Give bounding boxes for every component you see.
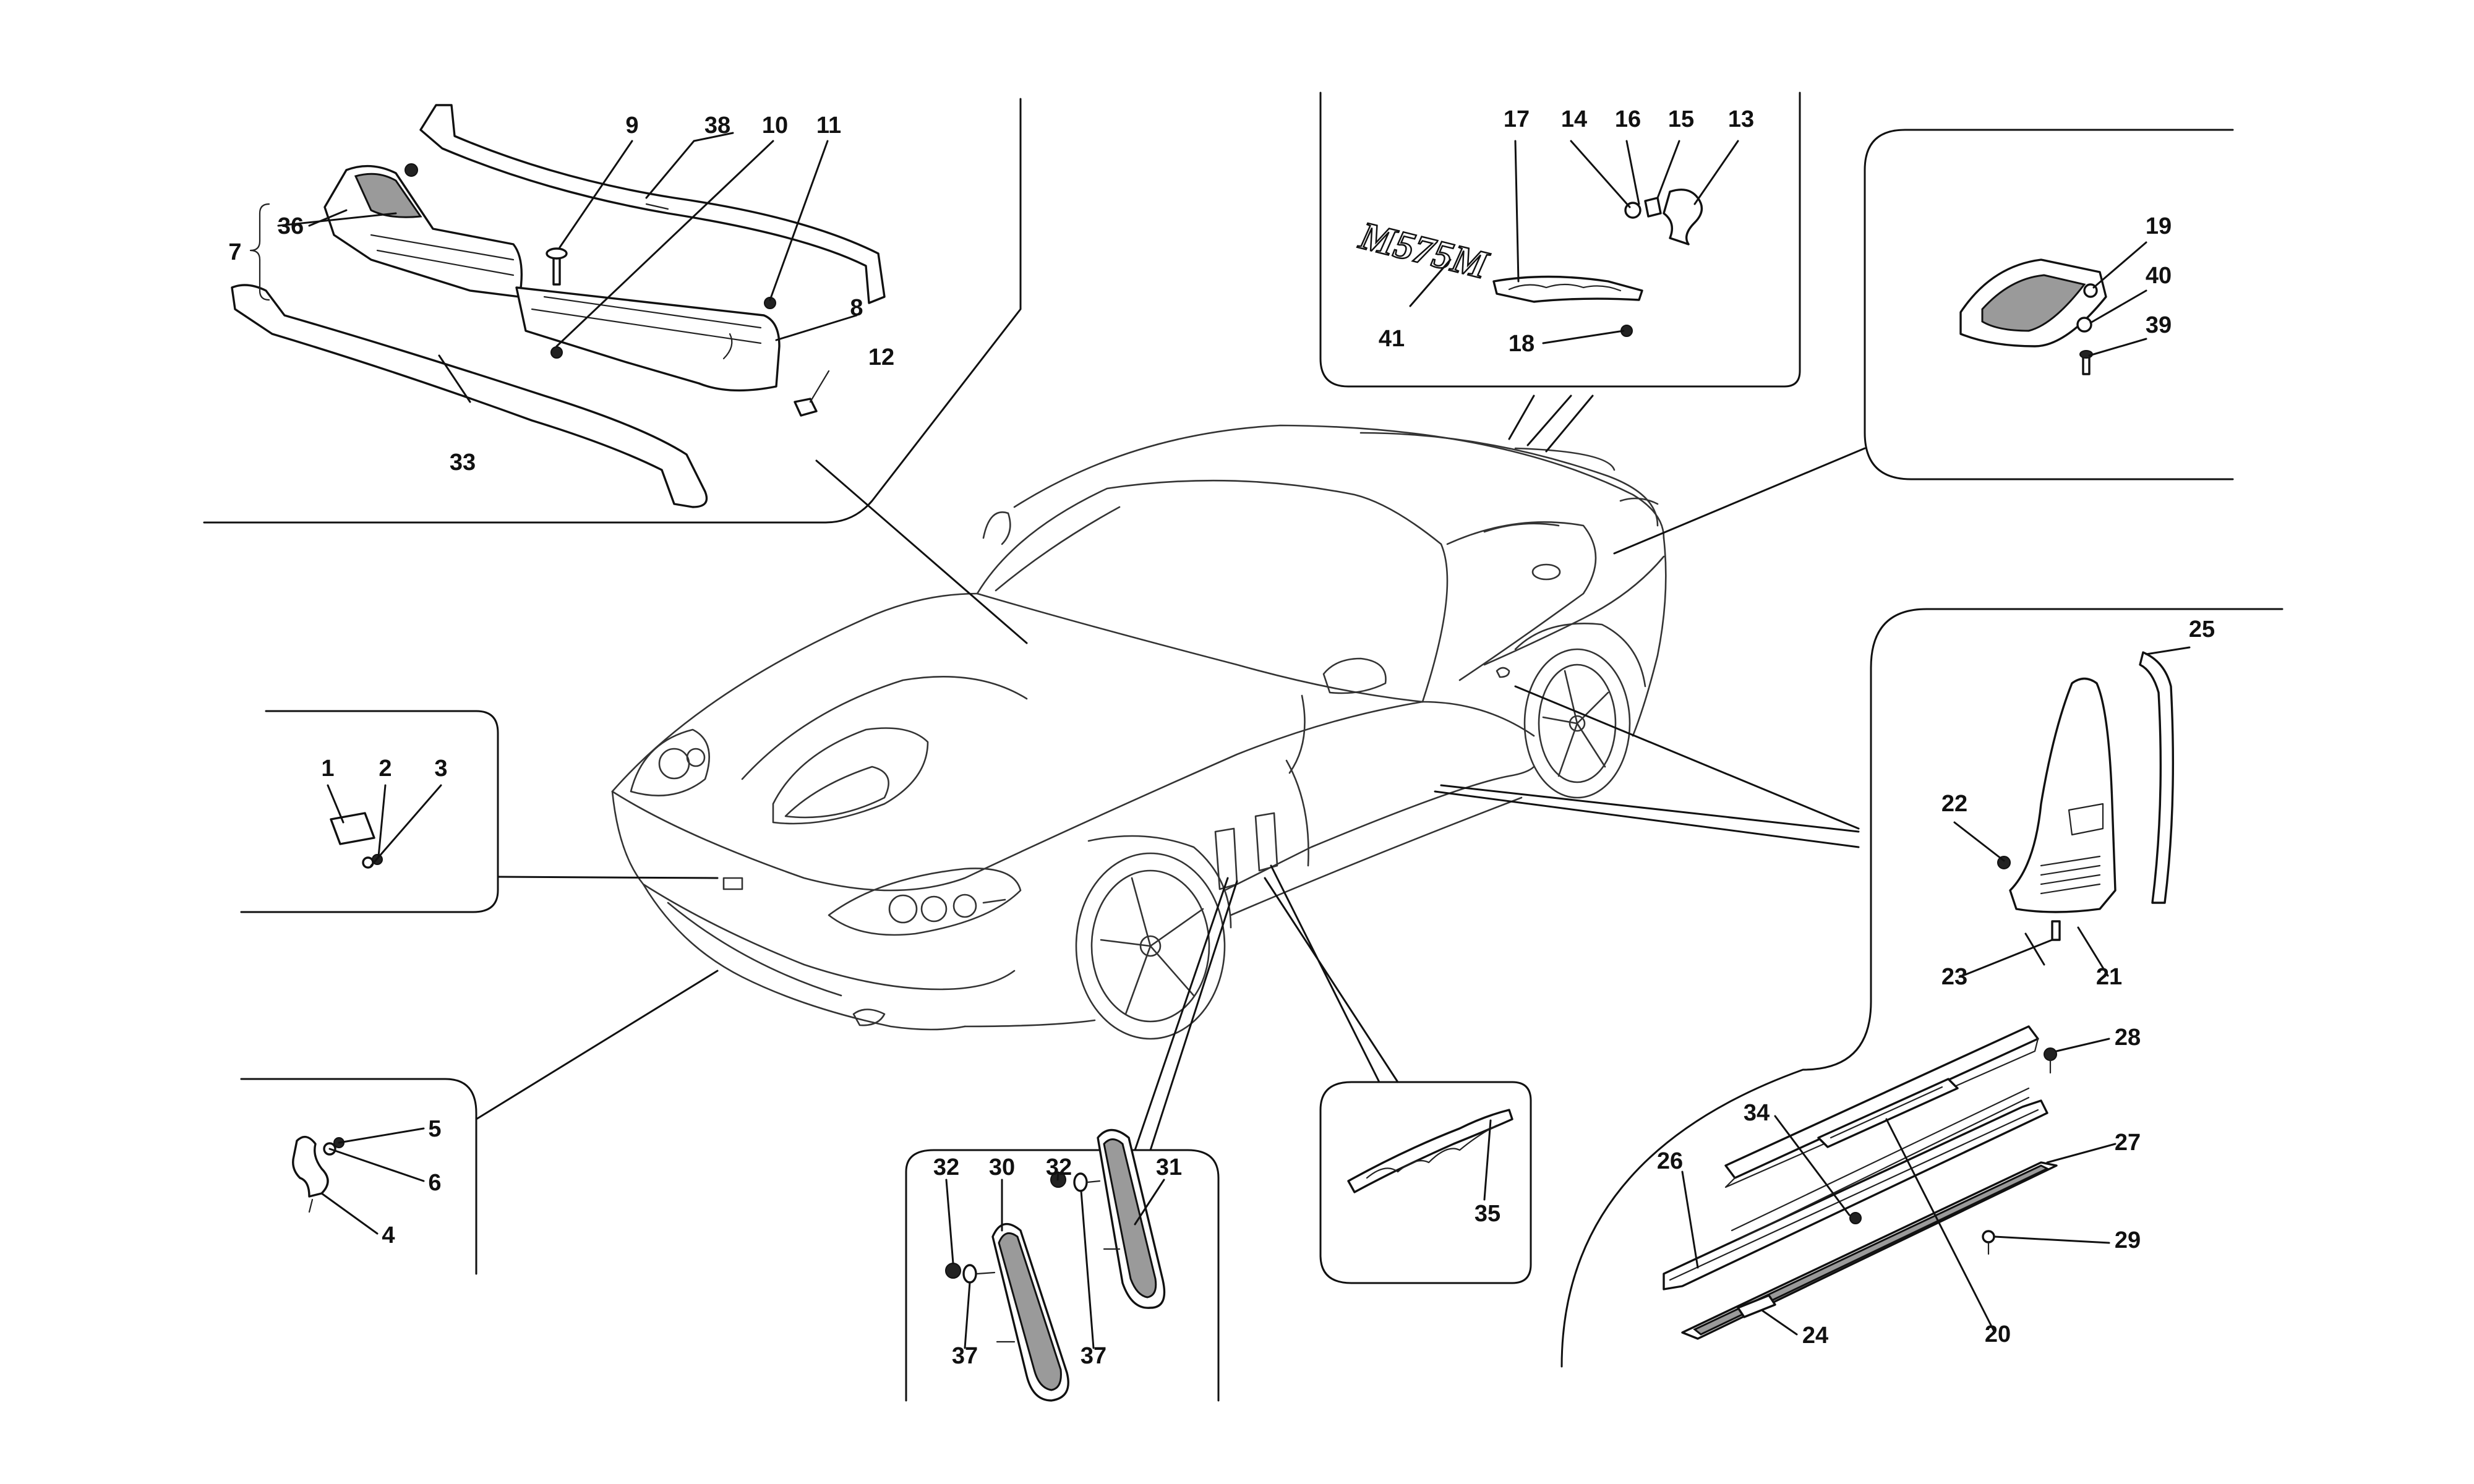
model-badge: M575M — [1355, 213, 1494, 287]
label-part-29: 29 — [2115, 1227, 2141, 1253]
label-part-28: 28 — [2115, 1025, 2141, 1051]
label-part-20: 20 — [1985, 1321, 2011, 1347]
front-plate — [330, 812, 375, 845]
frame-top-right — [1864, 129, 2234, 480]
frame-bottom-vents — [905, 1149, 1220, 1402]
pillar-trim — [2009, 677, 2117, 913]
label-part-15: 15 — [1668, 106, 1694, 132]
label-part-19: 19 — [2146, 213, 2172, 239]
label-part-35: 35 — [1475, 1201, 1500, 1227]
label-part-7: 7 — [228, 239, 241, 265]
label-part-26: 26 — [1657, 1148, 1683, 1174]
frame-top-left — [203, 98, 1022, 524]
label-part-1: 1 — [321, 756, 334, 782]
label-part-13: 13 — [1728, 106, 1754, 132]
label-part-10: 10 — [762, 113, 788, 139]
upper-sill-plate — [1724, 1025, 2039, 1179]
sill-trim-group — [1663, 651, 2175, 1340]
label-part-22: 22 — [1941, 791, 1967, 817]
frame-left-middle — [240, 710, 499, 913]
callout-frames — [203, 92, 2284, 1402]
frame-top-center — [1319, 92, 1801, 388]
side-vent-group — [945, 1128, 1166, 1402]
label-part-17: 17 — [1504, 106, 1530, 132]
label-part-39: 39 — [2146, 312, 2172, 338]
label-part-18: 18 — [1509, 331, 1534, 357]
label-part-32-right: 32 — [1046, 1154, 1072, 1180]
label-part-30: 30 — [989, 1154, 1015, 1180]
label-part-23: 23 — [1941, 964, 1967, 990]
script-badge — [1492, 275, 1643, 303]
fuel-door-group — [1959, 258, 2107, 375]
label-part-3: 3 — [434, 756, 447, 782]
label-part-21: 21 — [2096, 964, 2122, 990]
label-part-41: 41 — [1379, 326, 1405, 352]
label-part-40: 40 — [2146, 263, 2172, 289]
label-part-32-left: 32 — [933, 1154, 959, 1180]
label-part-33: 33 — [450, 450, 476, 475]
label-part-36: 36 — [278, 213, 304, 239]
label-part-8: 8 — [850, 295, 863, 321]
label-part-11: 11 — [816, 113, 841, 139]
rear-badge-group: M575M — [1354, 189, 1703, 337]
label-part-37-left: 37 — [952, 1343, 978, 1369]
label-part-9: 9 — [625, 113, 638, 139]
label-part-38: 38 — [704, 113, 730, 139]
bracket — [249, 203, 270, 301]
front-emblem-group — [292, 1135, 345, 1213]
pillar-seal-strip — [2139, 651, 2175, 904]
left-cowl-panel — [323, 164, 523, 298]
label-part-37-right: 37 — [1081, 1343, 1106, 1369]
label-part-12: 12 — [868, 344, 894, 370]
frame-bottom-script — [1319, 1081, 1532, 1284]
side-script-group — [1347, 1109, 1513, 1193]
label-part-34: 34 — [1744, 1100, 1770, 1126]
right-cowl-panel — [515, 286, 781, 392]
leader-lines — [475, 394, 1866, 1151]
part-number-leaders — [277, 132, 2191, 1349]
label-part-24: 24 — [1802, 1323, 1828, 1349]
label-part-4: 4 — [382, 1222, 395, 1248]
label-part-27: 27 — [2115, 1130, 2141, 1156]
label-part-14: 14 — [1561, 106, 1587, 132]
cowl-panel-group — [231, 104, 886, 508]
frame-right — [1560, 608, 2284, 1368]
label-part-2: 2 — [379, 756, 392, 782]
upper-seal-strip — [419, 104, 886, 304]
lower-seal-strip — [231, 284, 708, 508]
front-plate-group — [330, 812, 383, 869]
label-part-6: 6 — [428, 1170, 441, 1196]
part-number-labels: 7 36 9 38 10 11 8 12 33 17 14 16 15 13 4… — [228, 106, 2215, 1369]
prancing-horse-emblem — [292, 1135, 329, 1198]
car-body — [611, 424, 1667, 1040]
label-part-25: 25 — [2189, 616, 2215, 642]
label-part-31: 31 — [1156, 1154, 1182, 1180]
label-part-5: 5 — [428, 1116, 441, 1142]
label-part-16: 16 — [1615, 106, 1641, 132]
frame-left-bottom — [240, 1078, 477, 1275]
